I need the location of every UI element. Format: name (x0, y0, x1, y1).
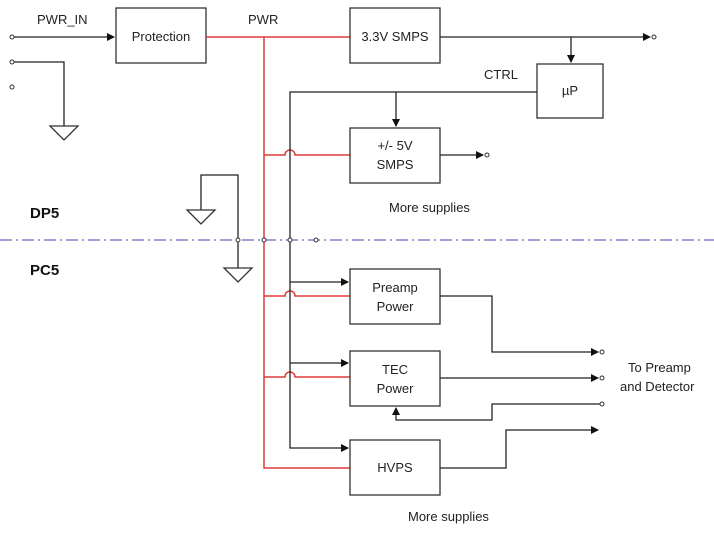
pwr-to-tec (264, 371, 350, 378)
tec-feedback-terminal (599, 401, 605, 407)
gnd-wire (14, 61, 65, 126)
pwr-in-label: PWR_IN (37, 12, 88, 27)
smps-5v-label-1: +/- 5V (377, 138, 412, 153)
preamp-label-2: Power (377, 299, 415, 314)
to-preamp-label-1: To Preamp (628, 360, 691, 375)
ctrl-bus (289, 91, 396, 452)
pc5-label: PC5 (30, 262, 59, 279)
pwr-bus-vertical (263, 37, 350, 469)
microprocessor-block (536, 63, 604, 119)
smps-5v-block (349, 127, 441, 184)
ground-symbol-pc5 (222, 267, 254, 283)
ground-symbol-dp5 (185, 209, 217, 225)
to-preamp-label-2: and Detector (620, 379, 695, 394)
pwr-label: PWR (248, 12, 278, 27)
smps-5v-label-2: SMPS (377, 157, 414, 172)
ground-symbol-input (48, 125, 80, 141)
connector-pin-pwr (261, 237, 267, 243)
smps-5v-terminal (484, 152, 490, 158)
connector-pin-spare (313, 237, 319, 243)
hvps-label: HVPS (377, 460, 413, 475)
hvps-output (440, 426, 599, 469)
tec-power-block (349, 350, 441, 407)
pwr-to-5v (264, 149, 350, 156)
pwr-in-terminal (9, 34, 15, 40)
dp5-pc5-gnd-wire (200, 174, 239, 268)
preamp-label-1: Preamp (372, 280, 418, 295)
tec-label-1: TEC (382, 362, 408, 377)
smps-33v-terminal (651, 34, 657, 40)
preamp-output (440, 295, 599, 356)
dp5-label: DP5 (30, 205, 59, 222)
microprocessor-label: µP (562, 83, 578, 98)
aux-in-terminal (9, 84, 15, 90)
tec-label-2: Power (377, 381, 415, 396)
more-supplies-bottom: More supplies (408, 509, 489, 524)
connector-pin-gnd (235, 237, 241, 243)
protection-label: Protection (132, 29, 191, 44)
more-supplies-top: More supplies (389, 200, 470, 215)
tec-out-terminal (599, 375, 605, 381)
up-ctrl-to-5v (392, 91, 537, 127)
pwr-to-preamp (264, 290, 350, 297)
preamp-out-terminal (599, 349, 605, 355)
connector-pin-ctrl (287, 237, 293, 243)
smps-33v-block (349, 7, 441, 64)
smps-33v-label: 3.3V SMPS (361, 29, 429, 44)
ctrl-label: CTRL (484, 67, 518, 82)
preamp-power-block (349, 268, 441, 325)
protection-block (115, 7, 207, 64)
tec-feedback (392, 403, 600, 421)
gnd-in-terminal (9, 59, 15, 65)
hvps-block (349, 439, 441, 496)
